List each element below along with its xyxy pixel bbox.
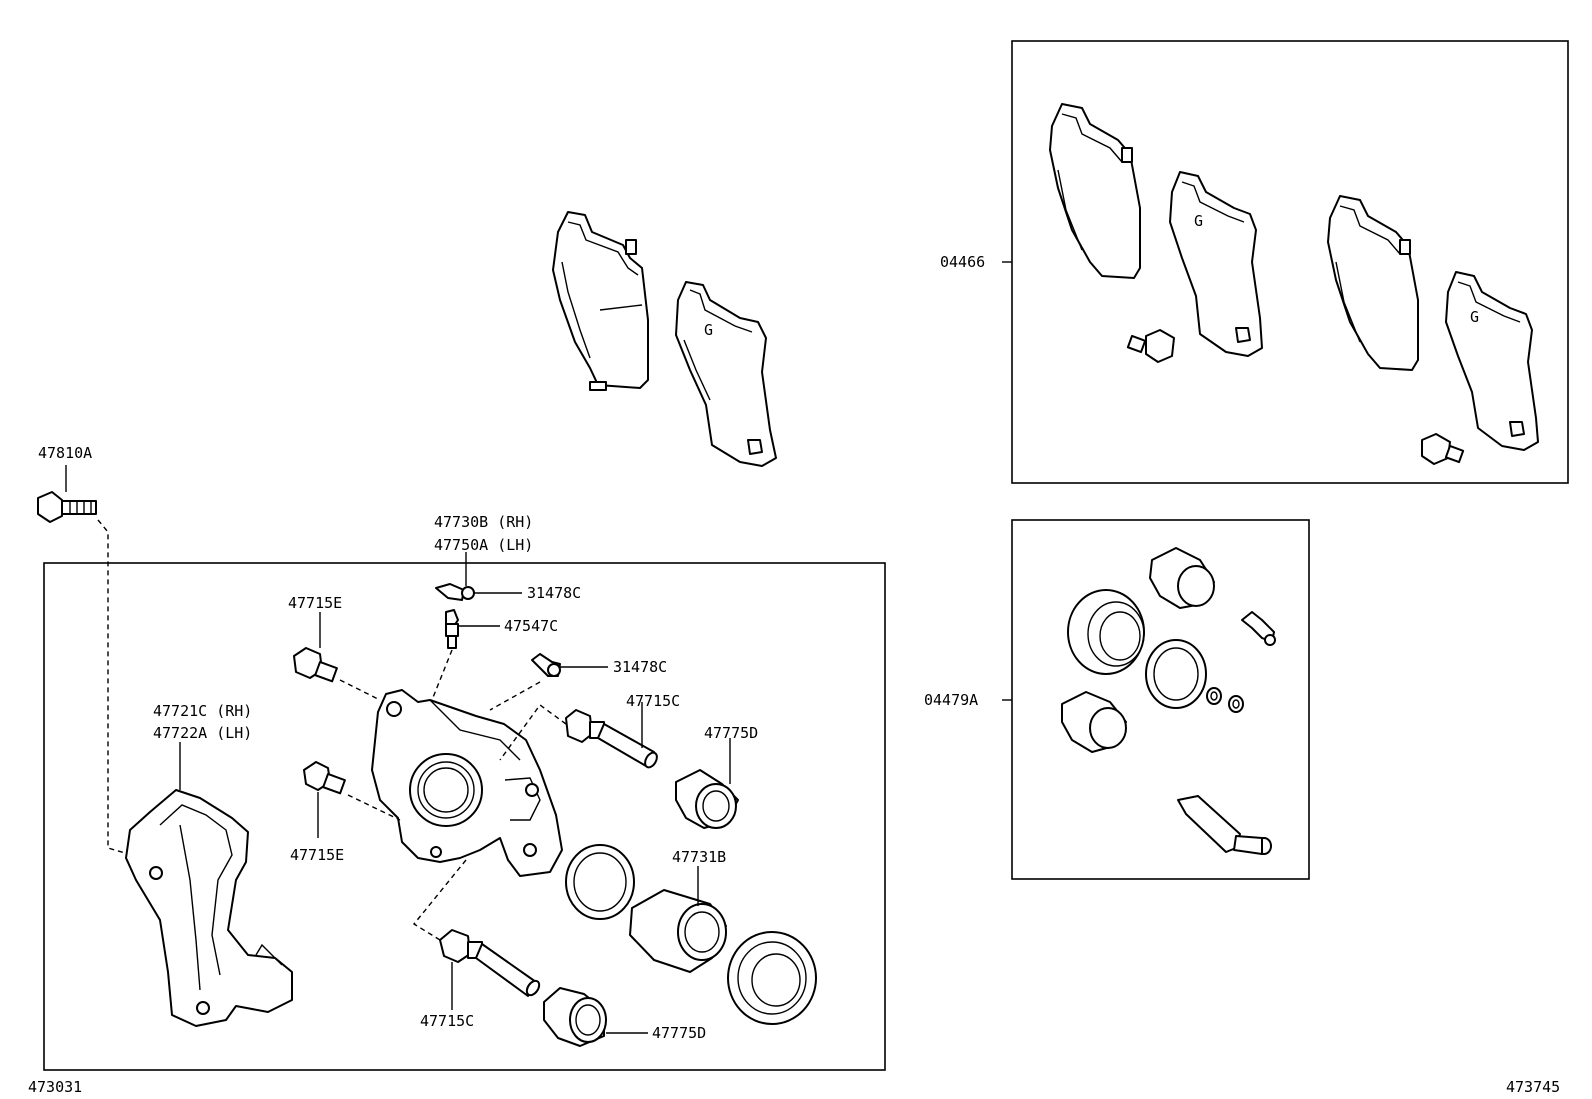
label-47715C-top: 47715C [626, 692, 680, 710]
seal-kit-grease-tube[interactable] [1177, 795, 1272, 855]
label-47721C: 47721C (RH) [153, 702, 252, 720]
label-31478C-top: 31478C [527, 584, 581, 602]
ref-number-right: 473745 [1506, 1078, 1560, 1096]
bolt-top-dash [339, 679, 381, 701]
label-47731B: 47731B [672, 848, 726, 866]
brake-pad-outer[interactable]: G [675, 281, 777, 467]
label-47715C-bottom: 47715C [420, 1012, 474, 1030]
bleeder-dash [431, 649, 453, 701]
piston-seal-ring[interactable] [565, 844, 635, 920]
caliper-body[interactable] [371, 689, 563, 877]
label-47775D-bottom: 47775D [652, 1024, 706, 1042]
label-47715E-bottom: 47715E [290, 846, 344, 864]
pad-wear-sensor-1[interactable] [1126, 329, 1175, 363]
caliper-mounting-bracket[interactable] [125, 789, 293, 1027]
pad-kit-pad-3[interactable] [1327, 195, 1419, 371]
label-04466: 04466 [940, 253, 985, 271]
bolt-47715E-bottom[interactable] [303, 761, 346, 795]
clip-dash [489, 681, 541, 711]
seal-kit-clip[interactable] [1241, 611, 1276, 646]
boot-47775D-bottom[interactable] [543, 987, 607, 1047]
guide-pin-47715C-top[interactable] [565, 709, 659, 769]
seal-kit-boot-1[interactable] [1149, 547, 1215, 609]
label-47775D-top: 47775D [704, 724, 758, 742]
seal-kit-piston-boot[interactable] [1067, 589, 1145, 675]
guide-pin-47715C-bottom[interactable] [439, 929, 542, 997]
label-47810A: 47810A [38, 444, 92, 462]
label-47730B: 47730B (RH) [434, 513, 533, 531]
bolt-47715E-top[interactable] [293, 647, 338, 683]
ref-number-left: 473031 [28, 1078, 82, 1096]
pin-top-dash [499, 704, 567, 761]
svg-text:G: G [1194, 212, 1203, 230]
pin-bottom-dash [412, 859, 467, 941]
seal-kit-boot-2[interactable] [1061, 691, 1127, 753]
pad-kit-pad-2[interactable]: G [1169, 171, 1263, 357]
mounting-bolt-47810A[interactable] [37, 491, 97, 523]
bolt-to-mount-dash [97, 519, 133, 856]
label-47547C: 47547C [504, 617, 558, 635]
svg-text:G: G [704, 321, 713, 339]
label-47750A: 47750A (LH) [434, 536, 533, 554]
clip-31478C-top[interactable] [435, 583, 475, 601]
seal-kit-washer-2[interactable] [1228, 695, 1244, 713]
piston-dust-boot[interactable] [727, 931, 817, 1025]
seal-kit-seal-ring[interactable] [1145, 639, 1207, 709]
label-47722A: 47722A (LH) [153, 724, 252, 742]
caliper-assembly-frame [43, 562, 886, 1071]
pad-kit-pad-1[interactable] [1049, 103, 1141, 279]
svg-text:G: G [1470, 308, 1479, 326]
piston-47731B[interactable] [629, 889, 727, 973]
boot-47775D-top[interactable] [675, 769, 739, 829]
bolt-bottom-dash [347, 794, 401, 821]
brake-pad-inner[interactable] [552, 211, 649, 391]
label-47715E-top: 47715E [288, 594, 342, 612]
clip-31478C-mid[interactable] [531, 653, 561, 677]
seal-kit-washer-1[interactable] [1206, 687, 1222, 705]
label-04479A: 04479A [924, 691, 978, 709]
label-31478C-mid: 31478C [613, 658, 667, 676]
bleeder-screw-47547C[interactable] [445, 609, 459, 649]
pad-kit-pad-4[interactable]: G [1445, 271, 1539, 451]
pad-wear-sensor-2[interactable] [1421, 433, 1465, 465]
